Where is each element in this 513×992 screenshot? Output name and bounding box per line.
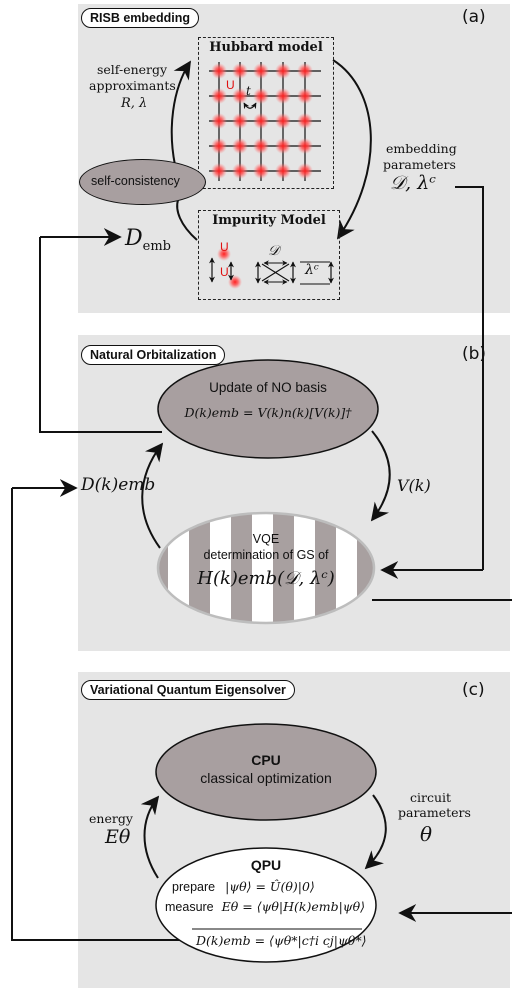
update-no-basis-ellipse (157, 359, 379, 459)
panel-c-tag: Variational Quantum Eigensolver (81, 680, 295, 700)
qpu-title: QPU (250, 857, 282, 873)
panel-b-label: (b) (462, 344, 487, 364)
d-emb-symbol: D (125, 226, 143, 251)
cpu-subtitle: classical optimization (200, 770, 332, 786)
update-formula: D(k)emb = V(k)n(k)[V(k)]† (184, 405, 352, 420)
circuit-label-line2: parameters (398, 805, 471, 820)
impurity-model-title: Impurity Model (212, 213, 326, 228)
update-no-basis-title: Update of NO basis (209, 380, 327, 395)
impurity-diagram (209, 247, 334, 289)
selfenergy-vars: R, λ (121, 96, 148, 111)
embedding-params-line2: parameters (383, 157, 456, 172)
hubbard-u-label: U (226, 78, 235, 92)
hubbard-t-label: t (246, 84, 251, 98)
selfenergy-label-line2: approximants (89, 78, 176, 93)
prepare-row: prepare |ψθ⟩ = Û(θ)|0⟩ (172, 879, 315, 894)
impurity-u-label-bottom: U (220, 265, 229, 279)
impurity-lambda-label: λᶜ (305, 262, 319, 278)
hubbard-model-title: Hubbard model (209, 40, 323, 55)
measure-word: measure (165, 900, 214, 914)
d-emb-subscript: emb (142, 239, 171, 254)
energy-var: Eθ (105, 826, 131, 848)
cpu-title: CPU (251, 752, 281, 768)
vqe-ellipse (156, 511, 376, 625)
measure-row: measure Eθ = ⟨ψθ|H(k)emb|ψθ⟩ (165, 899, 365, 914)
cpu-to-qpu-arrow (364, 794, 387, 870)
selfconsistency-label: self-consistency (91, 174, 180, 188)
embedding-params-vars: 𝒟, λᶜ (390, 172, 436, 194)
cpu-ellipse (155, 723, 377, 821)
vqe-to-update-arrow (141, 442, 164, 549)
measure-formula: Eθ = ⟨ψθ|H(k)emb|ψθ⟩ (221, 899, 366, 914)
prepare-word: prepare (172, 880, 216, 894)
qpu-to-cpu-arrow (140, 795, 160, 879)
impurity-u-label-top: U (220, 240, 229, 254)
dk-emb-label-b: D(k)emb (81, 475, 156, 495)
qpu-dk-feedback-line (11, 488, 195, 941)
hubbard-to-impurity-arrow (332, 59, 372, 240)
selfconsistency-ellipse (79, 159, 206, 205)
qpu-dk-formula: D(k)emb = ⟨ψθ*|c†i cj|ψθ*⟩ (196, 933, 367, 948)
theta-var: θ (420, 822, 433, 846)
qpu-ellipse (155, 847, 377, 963)
circuit-label-line1: circuit (410, 790, 452, 805)
impurity-to-selfconsistency-arrow (176, 199, 198, 241)
vqe-hamiltonian: H(k)emb(𝒟, λᶜ) (197, 568, 335, 589)
hubbard-model-box: Hubbard model (198, 37, 334, 189)
panel-c-label: (c) (462, 680, 485, 700)
d-emb-label: Demb (125, 226, 171, 254)
impurity-d-label: 𝒟 (268, 243, 280, 259)
prepare-formula: |ψθ⟩ = Û(θ)|0⟩ (225, 879, 315, 894)
panel-b-tag: Natural Orbitalization (81, 345, 226, 365)
energy-label: energy (89, 811, 133, 826)
impurity-model-box: Impurity Model (198, 210, 340, 300)
panel-a-label: (a) (462, 7, 486, 27)
update-to-vqe-arrow (370, 430, 391, 522)
embedding-params-line1: embedding (386, 141, 457, 156)
embedding-params-line (455, 186, 484, 570)
selfconsistency-to-hubbard-arrow (170, 60, 191, 166)
selfenergy-label-line1: self-energy (97, 62, 168, 77)
vqe-line1: VQE (252, 532, 280, 546)
hubbard-lattice (209, 62, 321, 181)
vqe-line2: determination of GS of (203, 548, 329, 562)
update-to-demb-feedback-line (39, 237, 162, 433)
panel-a-tag: RISB embedding (81, 8, 200, 28)
vk-label: V(k) (397, 476, 431, 495)
